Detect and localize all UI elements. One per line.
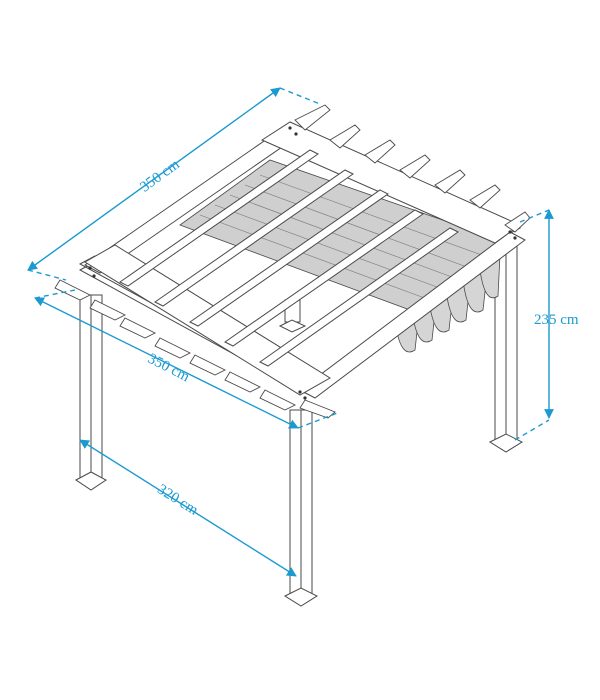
post-back-right bbox=[488, 244, 524, 453]
beam-right bbox=[299, 231, 526, 399]
post-front-left bbox=[75, 294, 107, 491]
dimension-lines bbox=[27, 87, 554, 577]
post-front-right bbox=[283, 409, 319, 607]
dimension-height: 235 cm bbox=[534, 312, 579, 328]
bolts bbox=[88, 126, 517, 400]
